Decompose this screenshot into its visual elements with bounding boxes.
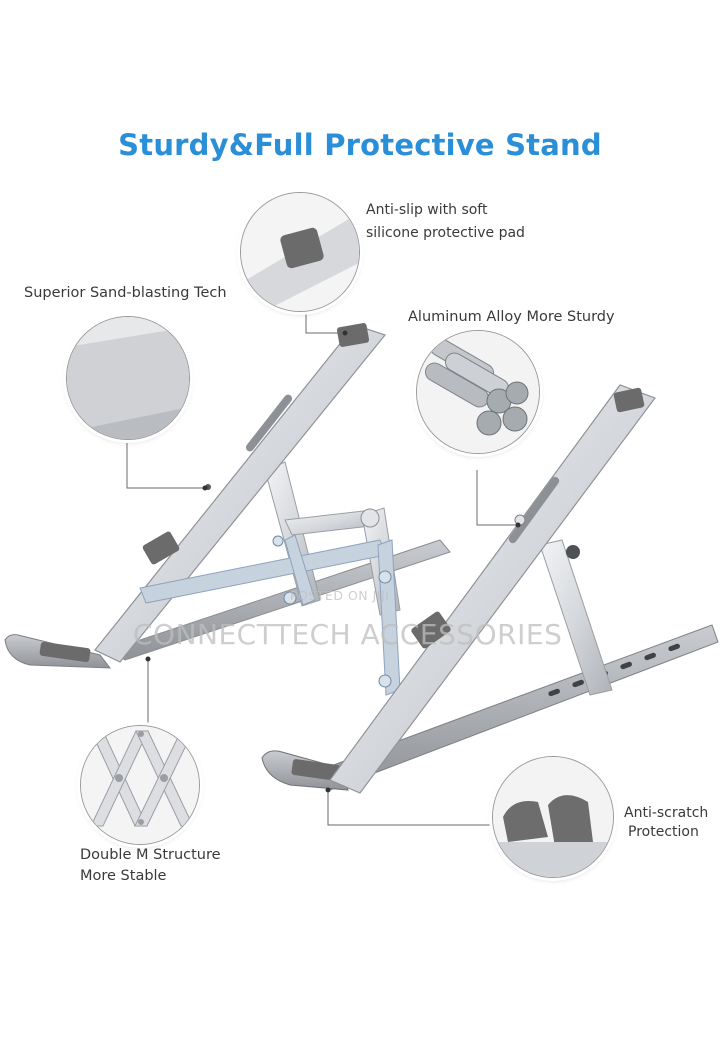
leader-dots: [145, 330, 521, 793]
sand-blasting-zoom-circle: [66, 316, 190, 440]
label-silicone-pad: Anti-slip with soft silicone protective …: [366, 202, 525, 241]
watermark-posted: POSTED ON JIJI: [290, 588, 390, 603]
label-aluminum-alloy: Aluminum Alloy More Sturdy: [408, 309, 615, 325]
anti-scratch-zoom-circle: [492, 756, 614, 878]
page-title: Sturdy&Full Protective Stand: [118, 128, 602, 162]
label-double-m-structure: Double M Structure More Stable: [80, 847, 221, 884]
watermark-brand: CONNECTTECH ACCESSORIES: [133, 618, 563, 651]
right-stand: [139, 384, 719, 794]
leader-lines: [126, 310, 518, 826]
aluminum-rods-zoom-circle: [416, 330, 540, 454]
label-sand-blasting: Superior Sand-blasting Tech: [24, 285, 227, 301]
silicone-pad-zoom-circle: [240, 192, 360, 312]
double-m-structure-zoom-circle: [80, 725, 200, 845]
label-anti-scratch: Anti-scratch Protection: [624, 805, 709, 840]
